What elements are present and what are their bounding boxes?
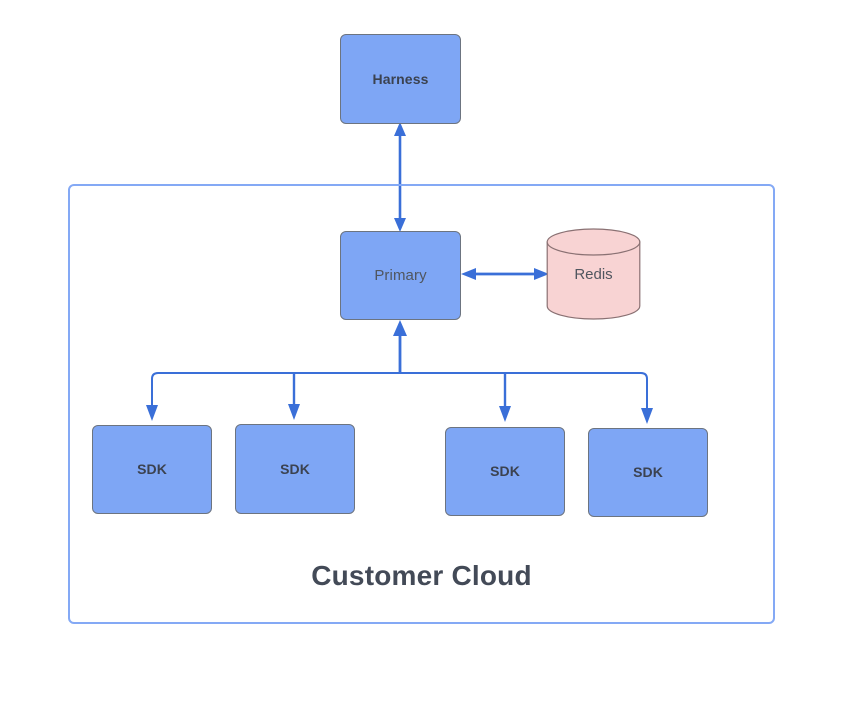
node-primary-label: Primary	[374, 266, 427, 284]
node-sdk-1-label: SDK	[137, 461, 167, 478]
cylinder-icon	[546, 228, 641, 320]
node-sdk-1[interactable]: SDK	[92, 425, 212, 514]
node-sdk-2[interactable]: SDK	[235, 424, 355, 514]
node-harness-label: Harness	[372, 70, 429, 87]
node-sdk-3[interactable]: SDK	[445, 427, 565, 516]
node-redis[interactable]: Redis	[546, 228, 641, 320]
node-sdk-4-label: SDK	[633, 464, 663, 481]
node-primary[interactable]: Primary	[340, 231, 461, 320]
node-sdk-2-label: SDK	[280, 460, 310, 477]
node-sdk-3-label: SDK	[490, 463, 520, 480]
node-sdk-4[interactable]: SDK	[588, 428, 708, 517]
customer-cloud-container	[68, 184, 775, 624]
node-harness[interactable]: Harness	[340, 34, 461, 124]
node-redis-label: Redis	[574, 265, 613, 283]
customer-cloud-label: Customer Cloud	[311, 560, 532, 591]
